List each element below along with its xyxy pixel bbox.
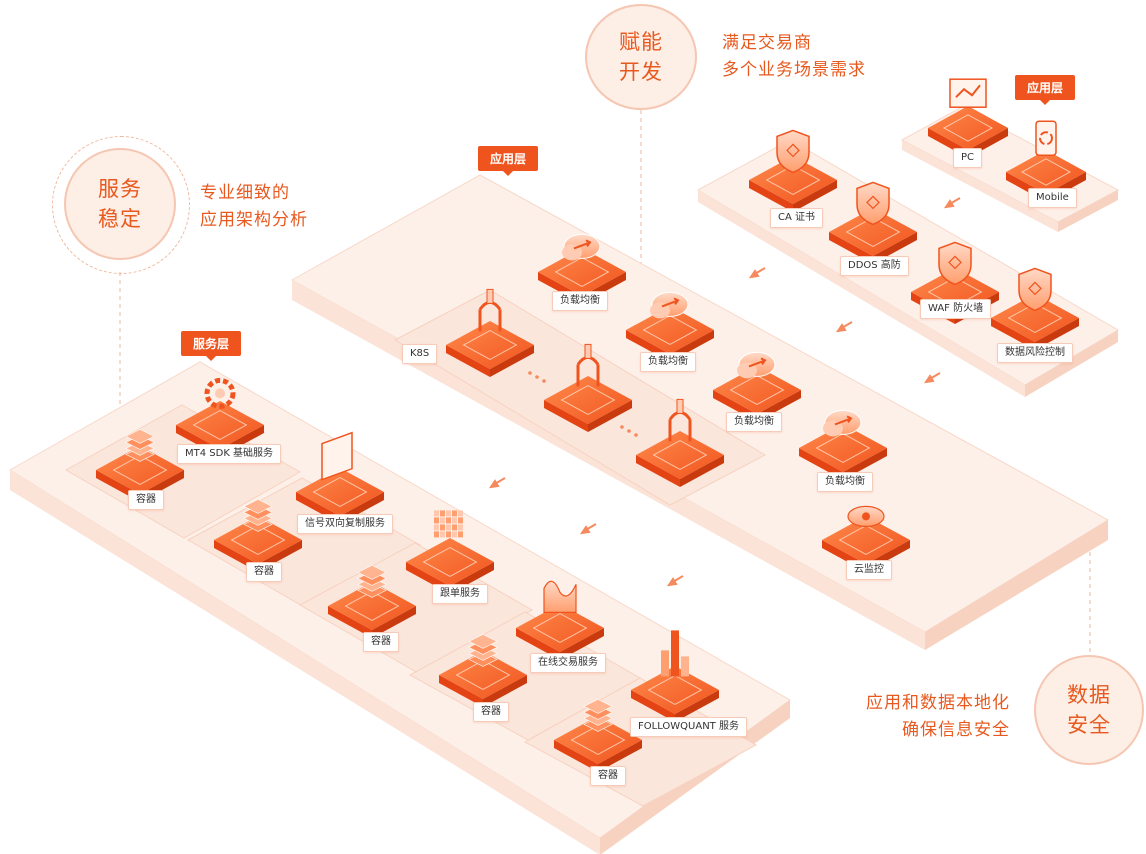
cloud-icon (650, 291, 689, 319)
service-stable-note: 专业细致的 应用架构分析 (200, 180, 308, 234)
shield-icon (776, 129, 810, 174)
app-layer-tag-right: 应用层 (1015, 75, 1076, 105)
container-label: 容器 (246, 562, 282, 582)
stack-icon (468, 634, 498, 667)
container-tile (439, 634, 527, 707)
data-security-circle: 数据 安全 (1034, 655, 1144, 765)
app-layer-tag: 应用层 (478, 146, 539, 176)
phone-icon (1035, 120, 1057, 156)
note-line: 满足交易商 (722, 33, 812, 53)
security-label: 数据风险控制 (997, 343, 1073, 363)
stack-icon (357, 565, 387, 598)
load-balancer-tile (538, 233, 626, 304)
client-label: PC (953, 148, 983, 168)
container-tile (554, 699, 642, 772)
security-label: DDOS 高防 (840, 256, 909, 276)
load-balancer-tile (799, 409, 887, 480)
grid-icon (434, 510, 463, 538)
load-balancer-label: 负载均衡 (817, 472, 873, 492)
security-tile (829, 181, 917, 264)
pod-icon (478, 288, 502, 332)
client-label: Mobile (1028, 188, 1077, 208)
shield-icon (938, 241, 972, 286)
k8s-tile (544, 343, 632, 432)
container-tile (328, 565, 416, 638)
data-security-text: 数据 安全 (1067, 683, 1111, 737)
k8s-dots (528, 371, 638, 437)
empower-dev-circle: 赋能 开发 (585, 4, 697, 110)
bars-icon (661, 630, 689, 677)
note-line: 应用和数据本地化 (866, 693, 1010, 713)
flow-arrows (488, 197, 961, 587)
pod-icon (576, 343, 600, 387)
service-stable-text: 服务 稳定 (98, 177, 142, 231)
eye-icon (847, 505, 885, 528)
security-label: WAF 防火墙 (920, 299, 992, 319)
empower-dev-text: 赋能 开发 (619, 30, 663, 84)
load-balancer-label: 负载均衡 (640, 352, 696, 372)
service-stable-ring (52, 136, 190, 274)
load-balancer-label: 负载均衡 (726, 412, 782, 432)
security-tile (749, 129, 837, 212)
note-line: 确保信息安全 (902, 720, 1010, 740)
board-icon (321, 431, 353, 481)
connector-lines (119, 110, 1091, 655)
service-label: MT4 SDK 基础服务 (177, 444, 282, 464)
pod-icon (668, 398, 692, 442)
data-security-note: 应用和数据本地化 确保信息安全 (866, 690, 1010, 744)
service-label: FOLLOWQUANT 服务 (630, 717, 747, 737)
container-label: 容器 (363, 632, 399, 652)
cloud-icon (823, 409, 862, 437)
k8s-label: K8S (402, 344, 438, 364)
service-tile (631, 630, 719, 722)
container-label: 容器 (590, 766, 626, 786)
service-stable-circle: 服务 稳定 (64, 148, 176, 260)
service-label: 跟单服务 (432, 584, 488, 604)
note-line: 多个业务场景需求 (722, 60, 866, 80)
k8s-tile (446, 288, 534, 377)
stack-icon (583, 699, 613, 732)
note-line: 应用架构分析 (200, 210, 308, 230)
service-tile (516, 580, 604, 660)
gear-icon (204, 377, 236, 409)
k8s-tile (636, 398, 724, 487)
security-tile (991, 267, 1079, 350)
load-balancer-label: 负载均衡 (552, 291, 608, 311)
container-label: 容器 (473, 702, 509, 722)
stack-icon (243, 499, 273, 532)
stack-icon (125, 429, 155, 462)
monitor-icon (949, 78, 987, 108)
service-label: 在线交易服务 (530, 653, 606, 673)
cloud-icon (737, 351, 776, 379)
shield-icon (1018, 267, 1052, 312)
service-layer-tag: 服务层 (181, 331, 242, 361)
client-tile (928, 78, 1008, 158)
security-label: CA 证书 (770, 208, 824, 228)
cloud-monitor-label: 云监控 (846, 560, 892, 580)
shield-icon (856, 181, 890, 226)
cloud-icon (562, 233, 601, 261)
service-label: 信号双向复制服务 (297, 514, 393, 534)
empower-dev-note: 满足交易商 多个业务场景需求 (722, 30, 866, 84)
note-line: 专业细致的 (200, 183, 290, 203)
chart-icon (543, 580, 577, 613)
container-label: 容器 (128, 490, 164, 510)
